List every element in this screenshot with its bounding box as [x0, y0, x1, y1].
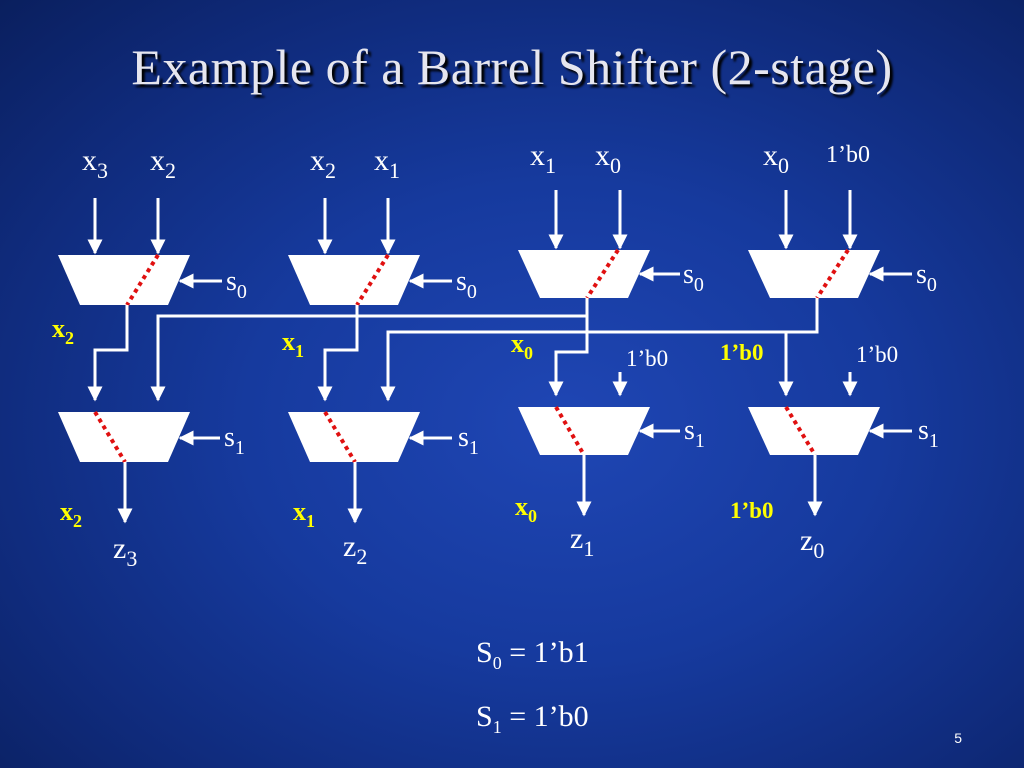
final-value-label: x1	[293, 497, 315, 531]
selected-path-stage1-1	[93, 410, 127, 464]
input-label: x1	[530, 139, 556, 178]
select-label-s1: s1	[224, 422, 245, 459]
mux-stage1-4	[748, 407, 880, 455]
wire-mux0-3-to-mux1-1	[150, 298, 589, 402]
slide-title: Example of a Barrel Shifter (2-stage)	[131, 39, 893, 95]
selected-path-stage1-4	[784, 405, 817, 457]
input-label: x3	[82, 144, 108, 183]
selected-path-stage0-4	[815, 248, 850, 300]
wire-mux0-2-to-mux1-2	[317, 305, 359, 402]
mux-stage0-3	[518, 250, 650, 298]
selected-path-stage0-2	[355, 253, 390, 307]
final-value-label: x0	[515, 492, 537, 526]
selected-path-stage1-3	[554, 405, 586, 457]
output-label: z3	[113, 532, 137, 571]
stage0-value-label: 1’b0	[720, 340, 763, 365]
final-value-label: 1’b0	[730, 498, 773, 523]
input-label: x0	[595, 139, 621, 178]
output-label: z1	[570, 522, 594, 561]
stage0-value-label: x0	[511, 329, 533, 363]
mux-stage1-2	[288, 412, 420, 462]
mux-stage0-4	[748, 250, 880, 298]
input-label: x0	[763, 139, 789, 178]
equation-s1: S1 = 1’b0	[476, 700, 589, 737]
select-label-s0: s0	[226, 266, 247, 303]
output-label: z2	[343, 530, 367, 569]
input-label: 1’b0	[826, 142, 870, 168]
mux-stage0-1	[58, 255, 190, 305]
select-label-s0: s0	[456, 266, 477, 303]
select-label-s1: s1	[918, 415, 939, 452]
select-label-s1: s1	[684, 415, 705, 452]
stage0-value-label: x1	[282, 327, 304, 361]
selected-path-stage0-3	[585, 248, 620, 300]
input-label: x1	[374, 144, 400, 183]
select-label-s0: s0	[683, 259, 704, 296]
mux-stage0-2	[288, 255, 420, 305]
mux-stage1-1	[58, 412, 190, 462]
input-label: x2	[310, 144, 336, 183]
constant-label: 1’b0	[856, 342, 898, 367]
stage0-value-label: x2	[52, 314, 74, 348]
selected-path-stage1-2	[323, 410, 357, 464]
mux-stage1-3	[518, 407, 650, 455]
output-label: z0	[800, 524, 824, 563]
equation-s0: S0 = 1’b1	[476, 636, 589, 673]
selected-path-stage0-1	[125, 253, 160, 307]
select-label-s1: s1	[458, 422, 479, 459]
wire-mux0-4-to-mux1-2	[380, 298, 819, 402]
wire-mux0-3-to-mux1-3	[548, 316, 589, 397]
slide-number: 5	[954, 730, 962, 746]
final-value-label: x2	[60, 497, 82, 531]
constant-label: 1’b0	[626, 346, 668, 371]
wire-mux0-1-to-mux1-1	[87, 305, 129, 402]
select-label-s0: s0	[916, 259, 937, 296]
input-label: x2	[150, 144, 176, 183]
